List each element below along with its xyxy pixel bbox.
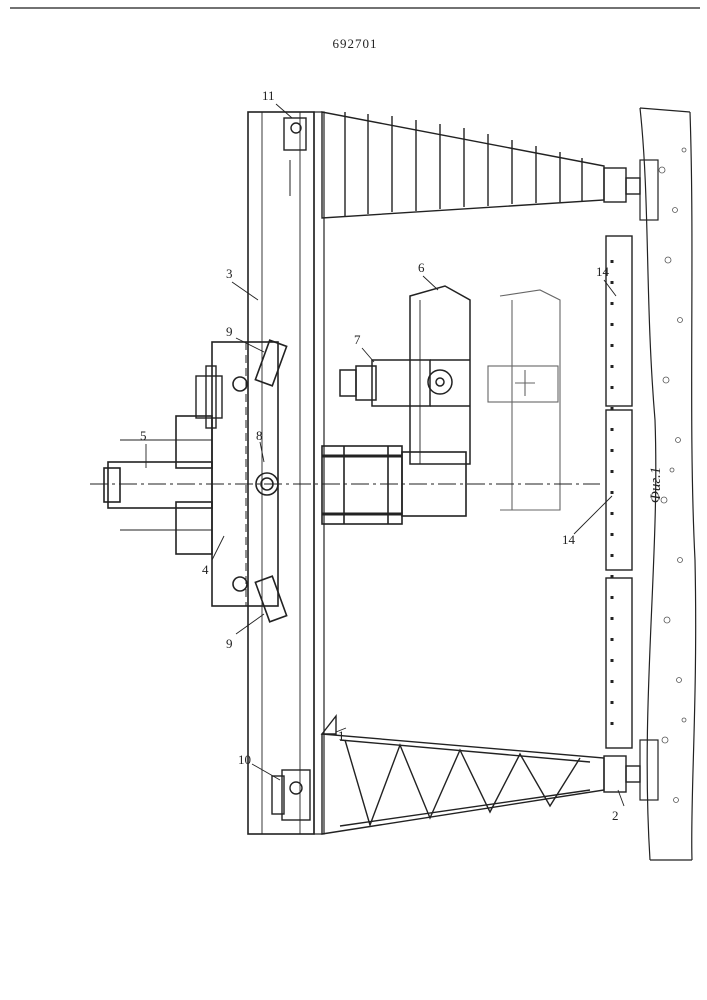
- figure-caption: Фиг.1: [648, 467, 664, 503]
- gantry-beam: [248, 112, 324, 834]
- column-lower: [322, 446, 466, 524]
- drilling-head: [340, 360, 470, 406]
- drive-unit-11: [284, 118, 306, 196]
- callout-9-bottom: 9: [226, 636, 233, 651]
- carriage: [212, 340, 287, 622]
- callout-3: 3: [226, 266, 233, 281]
- rail-segments: [606, 236, 632, 748]
- carriage-drive-motor: [196, 366, 222, 428]
- callout-1: 1: [338, 728, 345, 743]
- drive-unit-10: [272, 770, 310, 820]
- callout-9-top: 9: [226, 324, 233, 339]
- callout-8: 8: [256, 428, 263, 443]
- callout-7: 7: [354, 332, 361, 347]
- vertical-column: [104, 416, 212, 554]
- patent-number: 692701: [333, 36, 378, 51]
- support-leg-bottom: [322, 716, 640, 834]
- workpiece: [488, 290, 560, 510]
- callout-11: 11: [262, 88, 275, 103]
- callout-14-top: 14: [596, 264, 610, 279]
- support-leg-top: [322, 112, 640, 218]
- tool-arm: [410, 286, 470, 464]
- callout-10: 10: [238, 752, 251, 767]
- callout-4: 4: [202, 562, 209, 577]
- callout-2: 2: [612, 808, 619, 823]
- callout-5: 5: [140, 428, 147, 443]
- callout-6: 6: [418, 260, 425, 275]
- callout-14-bottom: 14: [562, 532, 576, 547]
